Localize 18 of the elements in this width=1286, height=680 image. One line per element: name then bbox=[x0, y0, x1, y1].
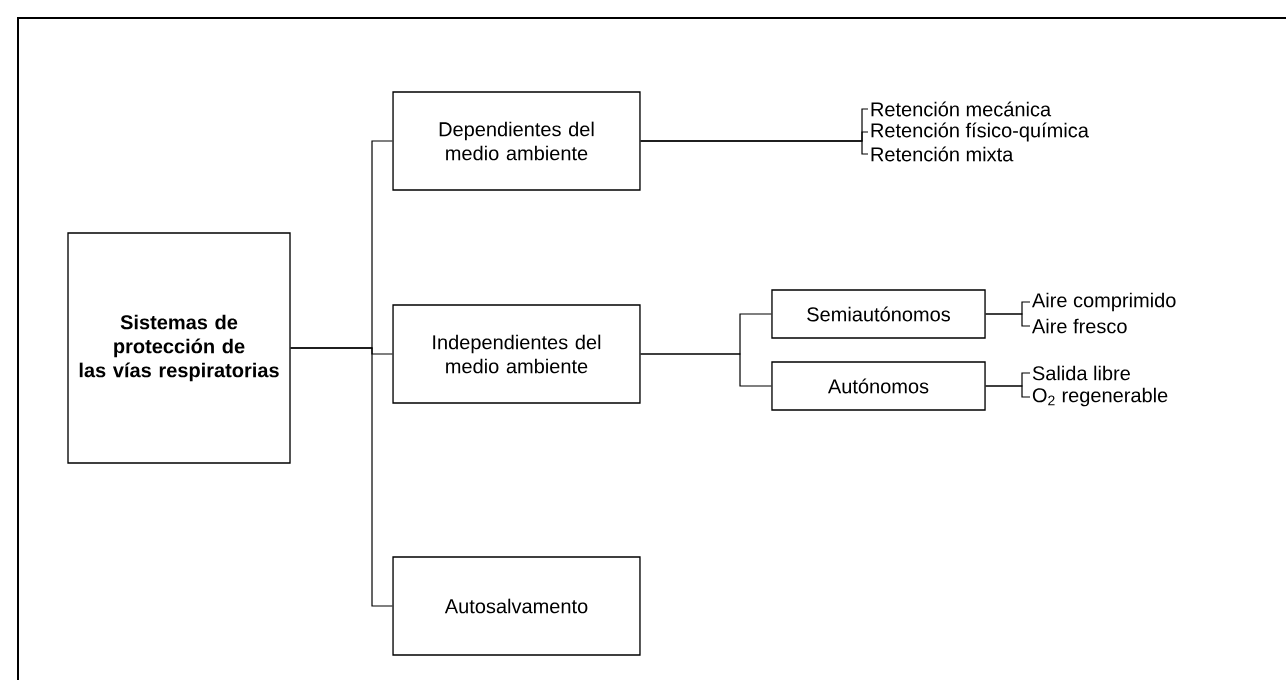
category-box: Dependientes del medio ambiente bbox=[392, 91, 641, 191]
connector-line bbox=[290, 347, 393, 607]
item-label: Aire fresco bbox=[1032, 318, 1127, 334]
category-box: Autosalvamento bbox=[392, 556, 641, 656]
item-label: Salida libre bbox=[1032, 365, 1130, 381]
connector-line bbox=[985, 313, 1031, 327]
item-label: Retención físico-química bbox=[871, 122, 1089, 142]
item-label: Aire comprimido bbox=[1032, 292, 1176, 312]
category-box: Semiautónomos bbox=[771, 289, 986, 339]
connector-line bbox=[985, 385, 1031, 398]
category-box: Independientes del medio ambiente bbox=[392, 304, 641, 404]
connector-line bbox=[640, 353, 772, 387]
connector-line bbox=[640, 140, 869, 155]
category-box: Sistemas de protección de las vías respiratorias bbox=[67, 232, 291, 464]
item-label: O$_{2}$ regenerable bbox=[1032, 387, 1168, 407]
category-box: Autónomos bbox=[771, 361, 986, 411]
item-label: Retención mixta bbox=[871, 146, 1014, 162]
item-label: Retención mecánica bbox=[871, 101, 1052, 117]
